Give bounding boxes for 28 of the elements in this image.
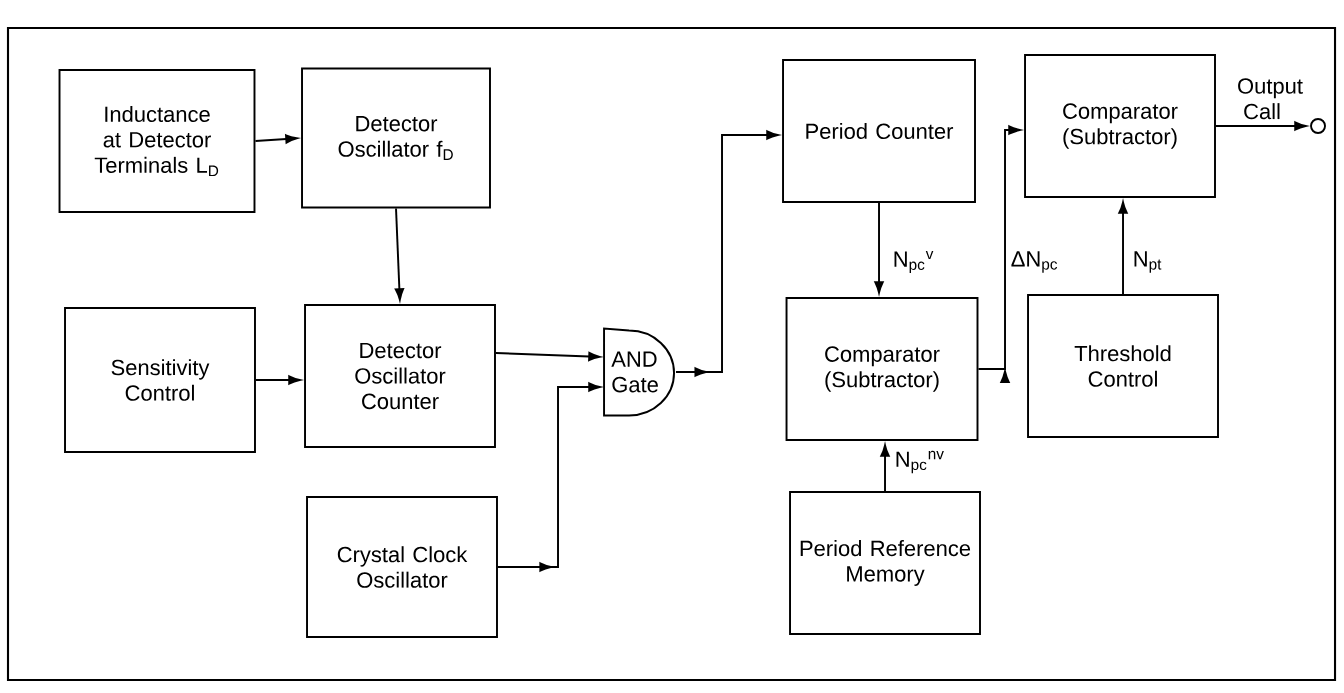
block-box: Crystal Clock Oscillator xyxy=(306,496,498,638)
terminal-circle xyxy=(1310,118,1326,134)
edge-label: N$_{pt}$ xyxy=(1131,249,1165,275)
edge-label: N$_{pc}$nv xyxy=(893,449,947,475)
arrow xyxy=(977,125,1021,383)
arrow xyxy=(495,351,601,362)
arrow xyxy=(675,130,779,377)
arrow xyxy=(1118,201,1128,295)
arrow xyxy=(880,444,890,493)
block-box: Threshold Control xyxy=(1027,294,1219,438)
arrow xyxy=(254,134,298,144)
block-box: Comparator (Subtractor) xyxy=(1024,54,1216,198)
arrow xyxy=(394,207,405,301)
block-box: Comparator (Subtractor) xyxy=(785,297,979,441)
arrow xyxy=(255,375,301,385)
block-box: Period Counter xyxy=(782,59,976,203)
edge-label: N$_{pc}$v xyxy=(891,249,937,275)
block-box: Period Reference Memory xyxy=(789,491,981,635)
block-box: Inductance at Detector Terminals L$_{D}$ xyxy=(58,69,256,213)
arrow xyxy=(497,382,601,572)
and-gate: AND Gate xyxy=(603,327,675,417)
block-box: Detector Oscillator Counter xyxy=(304,304,496,448)
block-box: Sensitivity Control xyxy=(64,307,256,453)
arrow xyxy=(874,202,884,294)
edge-label: Output Call xyxy=(1235,76,1303,122)
block-box: Detector Oscillator f$_{D}$ xyxy=(301,67,491,209)
arrow xyxy=(1215,121,1307,131)
edge-label: ΔN$_{pc}$ xyxy=(1009,249,1061,275)
